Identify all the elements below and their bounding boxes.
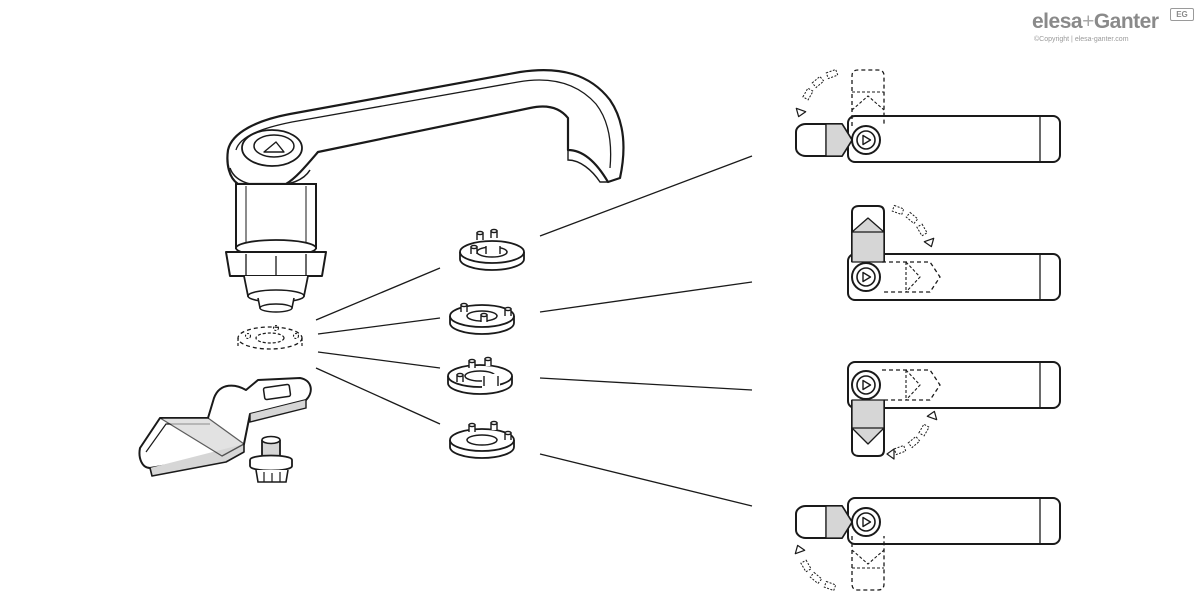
stop-washer-1 [459,228,525,271]
logo-brand-elesa: elesa [1032,10,1083,33]
rotation-arrow [891,204,937,249]
stop-washer-4 [449,420,515,459]
cam-lever-handle [226,69,625,187]
rotation-arrow [792,543,837,592]
lever-position-2 [847,204,1061,301]
clamping-hub [225,183,327,313]
logo-wordmark: elesa+Ganter [1032,10,1159,34]
lever-position-3 [847,361,1061,460]
eccentric-cam-plate [138,377,312,477]
rotation-arrow [886,409,940,460]
logo-plus: + [1082,10,1094,33]
logo-copyright: ©Copyright | elesa-ganter.com [1034,36,1129,43]
stop-washer-dashed [237,324,303,350]
lever-position-4 [792,497,1061,592]
rotation-arrow [793,68,839,119]
logo-badge: EG [1170,8,1194,21]
stop-washer-2 [449,302,515,335]
stop-washer-3 [447,356,513,395]
logo-brand-ganter: Ganter [1093,10,1159,33]
leader-lines [315,155,753,507]
elesa-ganter-logo: elesa+Ganter EG ©Copyright | elesa-gante… [1030,8,1195,48]
fixing-bolt [249,435,293,483]
lever-position-1 [793,68,1061,163]
